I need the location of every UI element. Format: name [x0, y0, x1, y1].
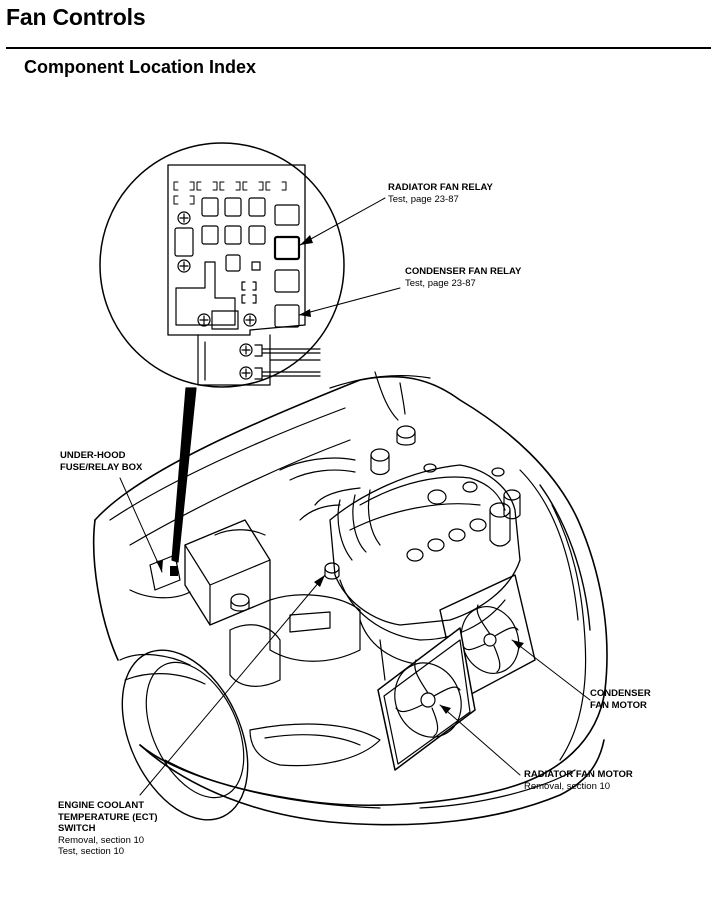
condenser-fan-relay-name: CONDENSER FAN RELAY: [405, 266, 522, 277]
leader-lines: [119, 197, 591, 796]
air-box: [229, 594, 361, 687]
condenser-fan-motor-line2: FAN MOTOR: [590, 699, 647, 711]
zoom-circle: [99, 142, 345, 388]
radiator-fan-relay-detail: Test, page 23-87: [388, 193, 459, 205]
engine-bay-parts: [214, 425, 521, 612]
zoom-connector: [171, 387, 197, 563]
engine: [299, 464, 521, 681]
radiator-fan-motor-name: RADIATOR FAN MOTOR: [524, 769, 633, 780]
fuse-box-in-bay: [129, 554, 191, 599]
page-subtitle: Component Location Index: [24, 57, 256, 77]
headlight: [249, 723, 381, 767]
under-hood-fuse-relay-box-label: UNDER-HOOD FUSE/RELAY BOX: [60, 450, 142, 473]
under-hood-line1: UNDER-HOOD: [60, 450, 126, 461]
ect-line2: TEMPERATURE (ECT): [58, 811, 158, 823]
radiator-fan-relay-name: RADIATOR FAN RELAY: [388, 182, 493, 193]
condenser-fan-motor-label: CONDENSER FAN MOTOR: [590, 688, 651, 711]
radiator-fan-motor-label: RADIATOR FAN MOTOR Removal, section 10: [524, 769, 633, 792]
radiator-fan-motor-detail: Removal, section 10: [524, 780, 611, 792]
front-wheel: [119, 649, 249, 821]
arrowheads: [156, 235, 524, 714]
condenser-fan-relay-detail: Test, page 23-87: [405, 277, 476, 289]
car-body: [92, 371, 608, 826]
ect-line1: ENGINE COOLANT: [58, 800, 145, 811]
condenser-fan-motor-line1: CONDENSER: [590, 688, 651, 699]
ect-switch-label: ENGINE COOLANT TEMPERATURE (ECT) SWITCH …: [58, 800, 158, 858]
ect-line3: SWITCH: [58, 823, 96, 834]
radiator-fan: [377, 627, 476, 771]
under-hood-line2: FUSE/RELAY BOX: [60, 461, 143, 473]
ect-switch: [324, 562, 340, 580]
radiator-fan-relay-label: RADIATOR FAN RELAY Test, page 23-87: [388, 182, 493, 205]
ect-detail1: Removal, section 10: [58, 834, 145, 846]
condenser-fan-relay-label: CONDENSER FAN RELAY Test, page 23-87: [405, 266, 521, 289]
title-rule: [6, 47, 711, 49]
battery: [184, 519, 271, 626]
page-title: Fan Controls: [6, 4, 146, 30]
ect-detail2: Test, section 10: [58, 846, 125, 857]
